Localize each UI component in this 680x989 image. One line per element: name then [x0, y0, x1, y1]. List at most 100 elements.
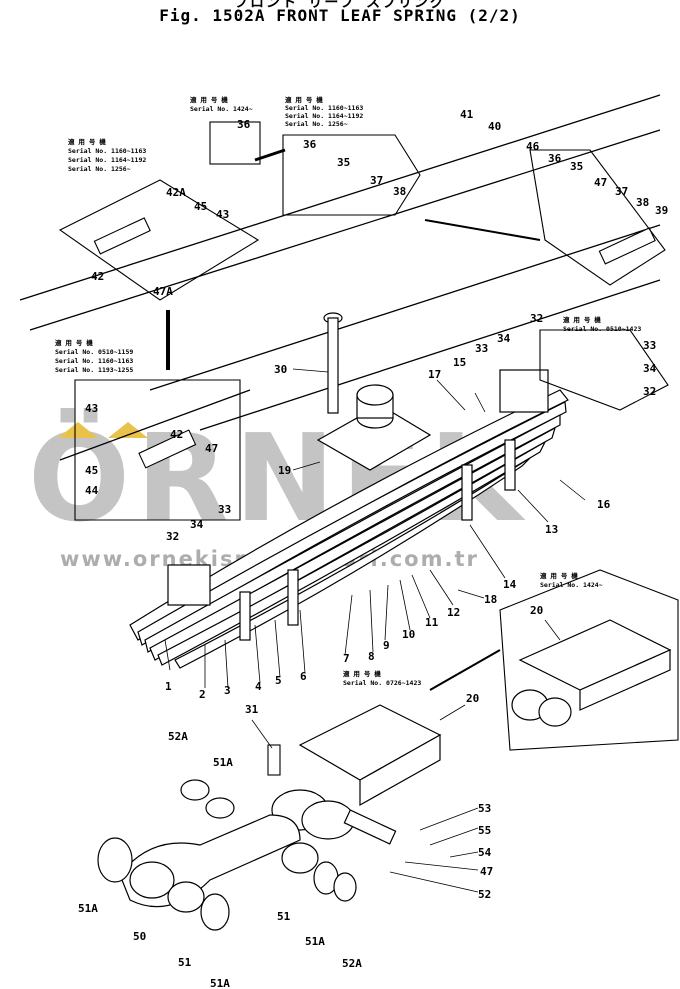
label-4: 4 [255, 680, 262, 693]
label-43: 43 [216, 208, 229, 221]
label-32: 32 [530, 312, 543, 325]
figure-title: Fig. 1502A FRONT LEAF SPRING (2/2) [159, 6, 521, 25]
label-35: 35 [337, 156, 350, 169]
svg-text:Serial No. 1193~1255: Serial No. 1193~1255 [55, 366, 133, 374]
label-34-detail: 34 [643, 362, 657, 375]
label-37-right: 37 [615, 185, 628, 198]
note-bolt-36: 適 用 号 機 Serial No. 1424~ [190, 95, 253, 113]
label-52A: 52A [168, 730, 188, 743]
note-right-32-34: 適 用 号 機 Serial No. 0510~1423 [563, 315, 641, 333]
svg-text:適 用 号 機: 適 用 号 機 [55, 338, 93, 347]
label-43-mid: 43 [85, 402, 98, 415]
label-45-mid: 45 [85, 464, 98, 477]
label-38-right: 38 [636, 196, 649, 209]
label-38: 38 [393, 185, 406, 198]
label-13: 13 [545, 523, 558, 536]
chassis-frame-lines [19, 94, 661, 461]
label-20-right: 20 [530, 604, 543, 617]
label-11: 11 [425, 616, 439, 629]
leader-lines [164, 368, 586, 893]
label-44: 44 [85, 484, 99, 497]
label-46: 46 [526, 140, 540, 153]
detail-box-mid-left [74, 379, 241, 521]
label-10: 10 [402, 628, 415, 641]
label-33: 33 [475, 342, 488, 355]
label-32-left: 32 [166, 530, 179, 543]
svg-text:適 用 号 機: 適 用 号 機 [540, 571, 578, 580]
label-40: 40 [488, 120, 501, 133]
label-36: 36 [237, 118, 251, 131]
label-3: 3 [224, 684, 231, 697]
label-16: 16 [597, 498, 611, 511]
serial-notes: 適 用 号 機 Serial No. 1160~1163 Serial No. … [55, 95, 641, 687]
svg-text:適 用 号 機: 適 用 号 機 [285, 95, 323, 104]
svg-text:Serial No. 0726~1423: Serial No. 0726~1423 [343, 679, 421, 687]
label-42A: 42A [166, 186, 186, 199]
label-32-detail: 32 [643, 385, 656, 398]
watermark-accent-right [108, 422, 148, 438]
svg-text:Serial No. 1160~1163: Serial No. 1160~1163 [55, 357, 133, 365]
label-52: 52 [478, 888, 491, 901]
label-8: 8 [368, 650, 375, 663]
label-30: 30 [274, 363, 287, 376]
label-15: 15 [453, 356, 466, 369]
svg-text:Serial No. 1160~1163: Serial No. 1160~1163 [68, 147, 146, 155]
svg-text:Serial No. 1256~: Serial No. 1256~ [68, 165, 131, 173]
detail-box-upper-right [529, 149, 666, 286]
label-55: 55 [478, 824, 491, 837]
leaf-spring-pack [129, 389, 569, 669]
detail-box-top-left [58, 179, 260, 301]
equalizer-link [97, 779, 397, 931]
center-bolt-and-seat [316, 312, 432, 471]
note-right-20: 適 用 号 機 Serial No. 1424~ [540, 571, 603, 589]
svg-text:Serial No. 1256~: Serial No. 1256~ [285, 120, 348, 128]
detail-box-bolt-36 [209, 121, 261, 165]
svg-text:適 用 号 機: 適 用 号 機 [563, 315, 601, 324]
label-1: 1 [165, 680, 172, 693]
label-34: 34 [497, 332, 511, 345]
label-2: 2 [199, 688, 206, 701]
small-hardware [93, 148, 656, 776]
svg-text:Serial No. 1164~1192: Serial No. 1164~1192 [285, 112, 363, 120]
note-center-20: 適 用 号 機 Serial No. 0726~1423 [343, 669, 421, 687]
label-36-bracket: 36 [303, 138, 317, 151]
label-42: 42 [91, 270, 104, 283]
label-18: 18 [484, 593, 497, 606]
label-41: 41 [460, 108, 474, 121]
label-39: 39 [655, 204, 668, 217]
svg-text:Serial No. 1164~1192: Serial No. 1164~1192 [68, 156, 146, 164]
svg-text:Serial No. 1160~1163: Serial No. 1160~1163 [285, 104, 363, 112]
label-14: 14 [503, 578, 517, 591]
label-51A-bottom: 51A [210, 977, 230, 989]
label-47-bottom: 47 [480, 865, 493, 878]
svg-text:適 用 号 機: 適 用 号 機 [190, 95, 228, 104]
label-9: 9 [383, 639, 390, 652]
japanese-title: フロント リーフ スプリング [233, 0, 447, 11]
label-47-right: 47 [594, 176, 607, 189]
svg-text:Serial No. 1424~: Serial No. 1424~ [190, 105, 253, 113]
label-47: 47 [205, 442, 218, 455]
label-19: 19 [278, 464, 291, 477]
svg-text:Serial No. 1424~: Serial No. 1424~ [540, 581, 603, 589]
label-52A-bottom: 52A [342, 957, 362, 970]
note-mid-left: 適 用 号 機 Serial No. 0510~1159 Serial No. … [55, 338, 133, 374]
label-31: 31 [245, 703, 259, 716]
svg-text:適 用 号 機: 適 用 号 機 [343, 669, 381, 678]
label-33-left: 33 [218, 503, 231, 516]
label-51A: 51A [78, 902, 98, 915]
label-50: 50 [133, 930, 146, 943]
label-54: 54 [478, 846, 492, 859]
label-12: 12 [447, 606, 460, 619]
part-labels: 1 2 3 4 5 6 7 8 9 10 11 12 13 14 15 16 1… [78, 108, 668, 989]
label-34-left: 34 [190, 518, 204, 531]
label-37: 37 [370, 174, 383, 187]
note-top-left: 適 用 号 機 Serial No. 1160~1163 Serial No. … [68, 137, 146, 173]
detail-box-right-32 [539, 329, 669, 411]
label-42-mid: 42 [170, 428, 183, 441]
mounting-plate-right [511, 619, 672, 727]
svg-text:Serial No. 0510~1423: Serial No. 0510~1423 [563, 325, 641, 333]
detail-box-bracket [282, 134, 421, 216]
note-bracket-36-38: 適 用 号 機 Serial No. 1160~1163 Serial No. … [285, 95, 363, 128]
